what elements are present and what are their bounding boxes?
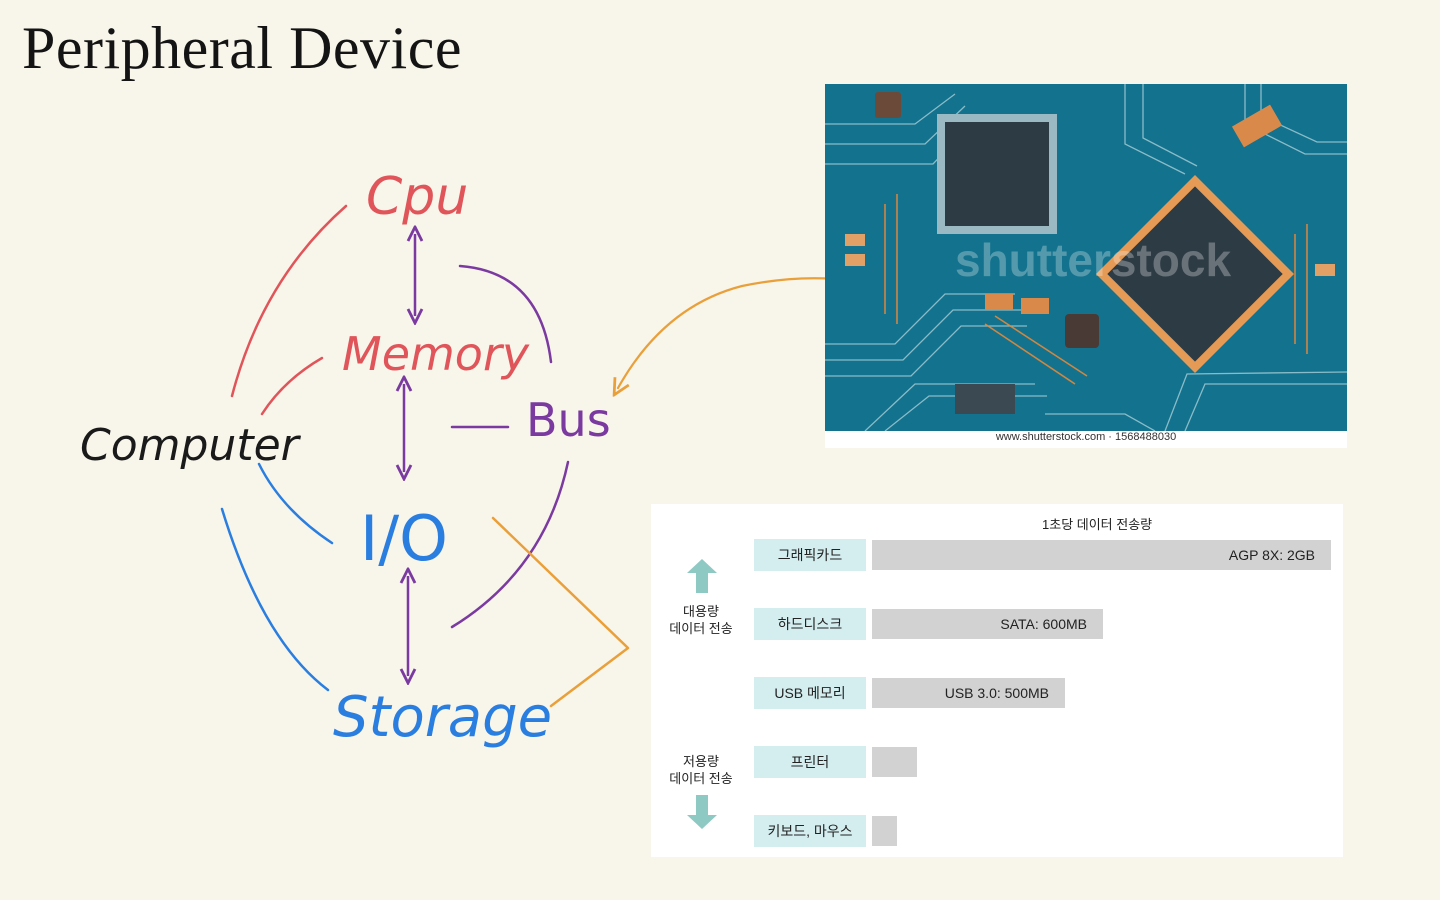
device-label: 그래픽카드	[754, 539, 866, 571]
arrow-down-icon	[687, 795, 717, 829]
device-label: 키보드, 마우스	[754, 815, 866, 847]
chip-right	[1096, 175, 1294, 373]
chip-left	[937, 114, 1057, 234]
node-cpu: Cpu	[366, 167, 468, 227]
rate-bar: SATA: 600MB	[872, 609, 1103, 639]
bracket-io-storage	[491, 516, 630, 708]
photo-caption: www.shutterstock.com · 1568488030	[995, 431, 1177, 443]
rate-row: 키보드, 마우스	[754, 815, 1334, 847]
link-bus-bottom	[450, 460, 570, 629]
circuit-board-photo: shutterstock www.shutterstock.com · 1568…	[825, 84, 1347, 448]
circuit-board-image: shutterstock	[825, 84, 1347, 431]
device-label: USB 메모리	[754, 677, 866, 709]
high-volume-label: 대용량 데이터 전송	[669, 604, 733, 636]
node-storage: Storage	[333, 685, 552, 750]
arrow-up-icon	[687, 559, 717, 593]
node-io: I/O	[360, 502, 448, 575]
link-computer-io	[257, 462, 334, 545]
photo-watermark: shutterstock	[955, 234, 1231, 286]
link-bus-top	[458, 264, 553, 364]
device-label: 프린터	[754, 746, 866, 778]
chart-title: 1초당 데이터 전송량	[1042, 517, 1153, 532]
node-memory: Memory	[342, 327, 530, 381]
node-bus: Bus	[526, 393, 611, 447]
device-label: 하드디스크	[754, 608, 866, 640]
rate-row: 프린터	[754, 746, 1334, 778]
rate-bar: USB 3.0: 500MB	[872, 678, 1065, 708]
low-volume-label: 저용량 데이터 전송	[669, 754, 733, 786]
node-computer: Computer	[80, 420, 302, 471]
link-computer-cpu	[230, 204, 348, 398]
rate-bar: AGP 8X: 2GB	[872, 540, 1331, 570]
rate-bar	[872, 747, 917, 777]
link-computer-memory	[260, 356, 324, 416]
page-title: Peripheral Device	[22, 15, 462, 81]
rate-bar	[872, 816, 897, 846]
link-computer-storage	[220, 507, 330, 692]
